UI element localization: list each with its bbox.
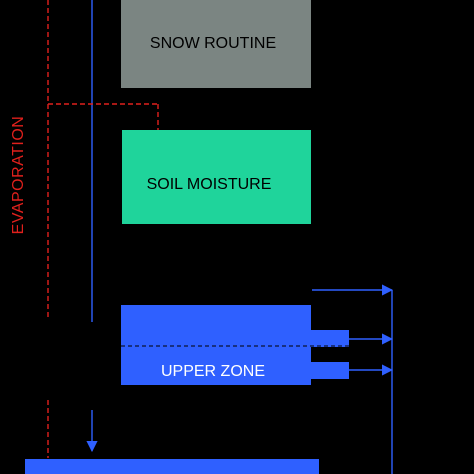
- snow-routine-label: SNOW ROUTINE: [150, 35, 276, 52]
- evaporation-label: EVAPORATION: [10, 116, 27, 235]
- upper-zone-label: UPPER ZONE: [161, 363, 265, 380]
- soil-moisture-label: SOIL MOISTURE: [147, 176, 272, 193]
- soil-moisture-box: [122, 130, 311, 224]
- snow-routine-box: [121, 0, 311, 88]
- lower-zone-box: [25, 459, 319, 474]
- upper-zone-box: [121, 305, 349, 385]
